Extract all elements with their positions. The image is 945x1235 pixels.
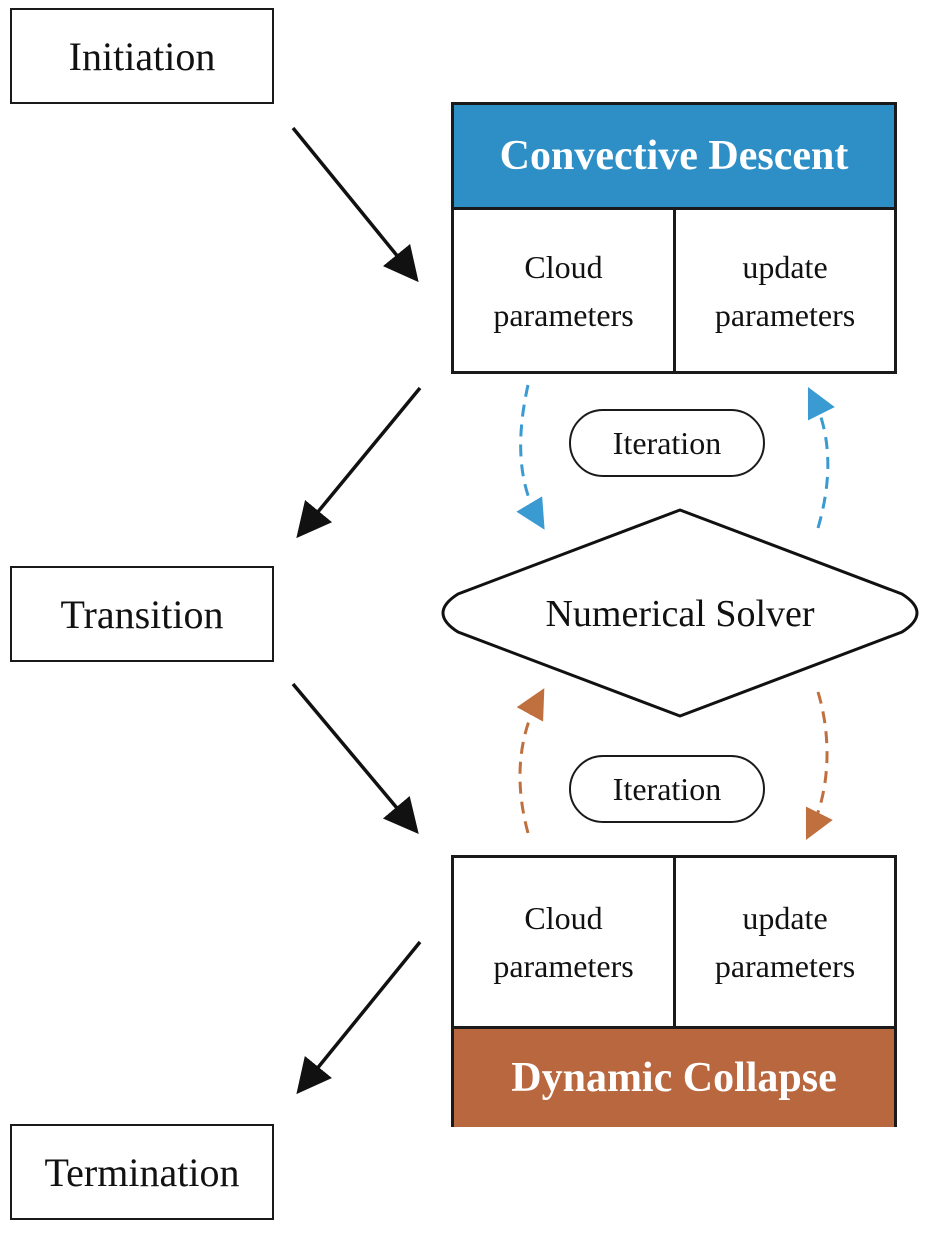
collapse-cloud-parameters-cell: Cloud parameters <box>454 858 676 1026</box>
cell-line: Cloud <box>524 248 603 285</box>
dynamic-collapse-header: Dynamic Collapse <box>454 1026 894 1127</box>
cell-line: update <box>742 900 828 936</box>
iteration-arrow-up-blue <box>807 386 835 529</box>
convective-descent-header: Convective Descent <box>454 105 894 210</box>
iteration-arrow-down-blue <box>516 384 545 530</box>
convective-descent-panel: Convective Descent Cloud parameters upda… <box>451 102 897 374</box>
cell-line: parameters <box>714 296 856 333</box>
convective-descent-title: Convective Descent <box>499 133 849 179</box>
iteration-arrow-up-orange <box>516 688 545 834</box>
cell-line: parameters <box>493 296 634 333</box>
numerical-solver-label: Numerical Solver <box>545 593 815 635</box>
iteration-pill-top: Iteration <box>569 409 765 477</box>
arrow-collapse-to-termination <box>296 940 422 1095</box>
iteration-pill-bottom: Iteration <box>569 755 765 823</box>
cell-line: parameters <box>493 948 634 984</box>
collapse-update-parameters-cell: update parameters <box>676 858 894 1026</box>
arrow-transition-to-collapse <box>291 682 419 835</box>
arrow-initiation-to-convective <box>291 126 419 283</box>
cell-line: parameters <box>714 948 856 984</box>
stage-transition: Transition <box>10 566 274 662</box>
arrow-convective-to-transition <box>296 386 422 539</box>
numerical-solver-shape <box>441 508 919 718</box>
cell-line: update <box>742 248 828 285</box>
dynamic-collapse-panel: Cloud parameters update parameters Dynam… <box>451 855 897 1127</box>
stage-termination: Termination <box>10 1124 274 1220</box>
convective-update-parameters-cell: update parameters <box>676 210 894 371</box>
convective-cloud-parameters-cell: Cloud parameters <box>454 210 676 371</box>
dynamic-collapse-title: Dynamic Collapse <box>511 1055 837 1101</box>
iteration-arrow-down-orange <box>805 691 833 841</box>
cell-line: Cloud <box>524 900 603 936</box>
stage-initiation: Initiation <box>10 8 274 104</box>
